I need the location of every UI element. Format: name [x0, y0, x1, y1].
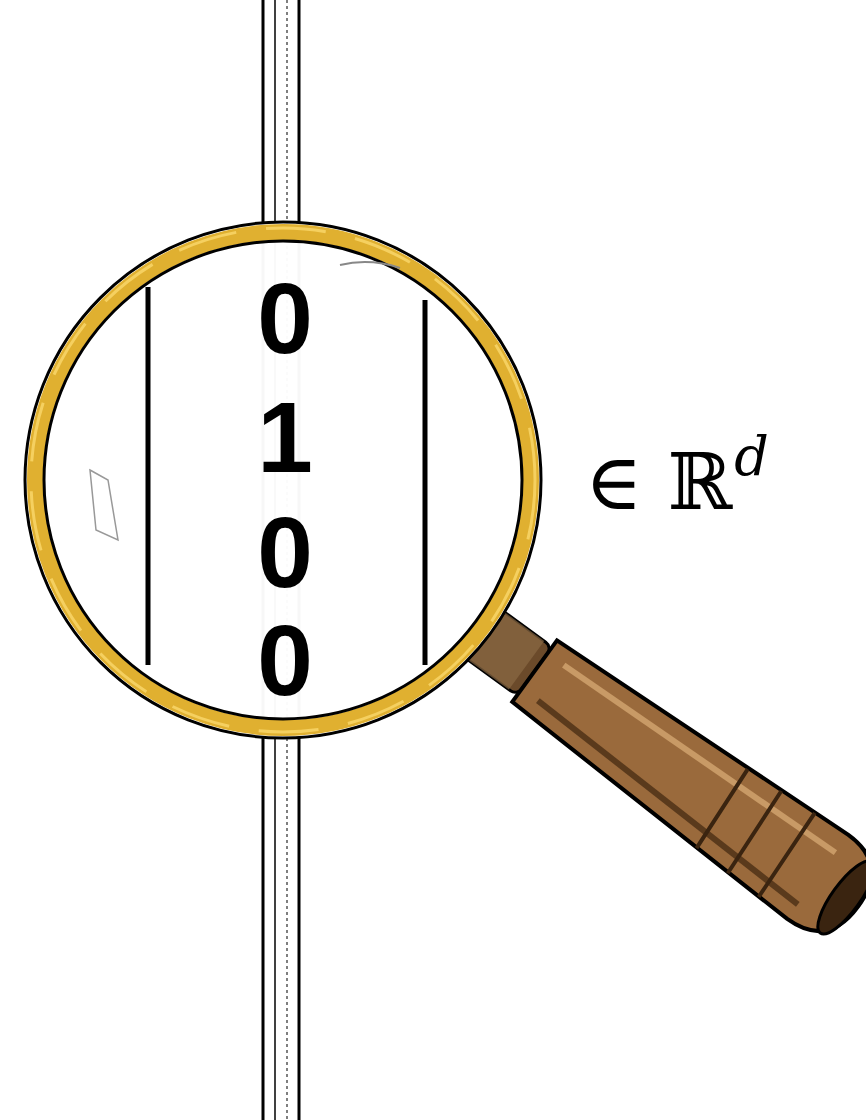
handle	[447, 588, 866, 948]
set-membership: ∈ ℝ	[585, 443, 732, 521]
vector-entry: 0	[257, 268, 313, 368]
vector-entry: 0	[257, 502, 313, 602]
vector-entry: 0	[257, 610, 313, 710]
lens	[25, 222, 541, 738]
dimension-exponent: d	[734, 430, 769, 484]
vector-entry: 1	[257, 387, 313, 487]
